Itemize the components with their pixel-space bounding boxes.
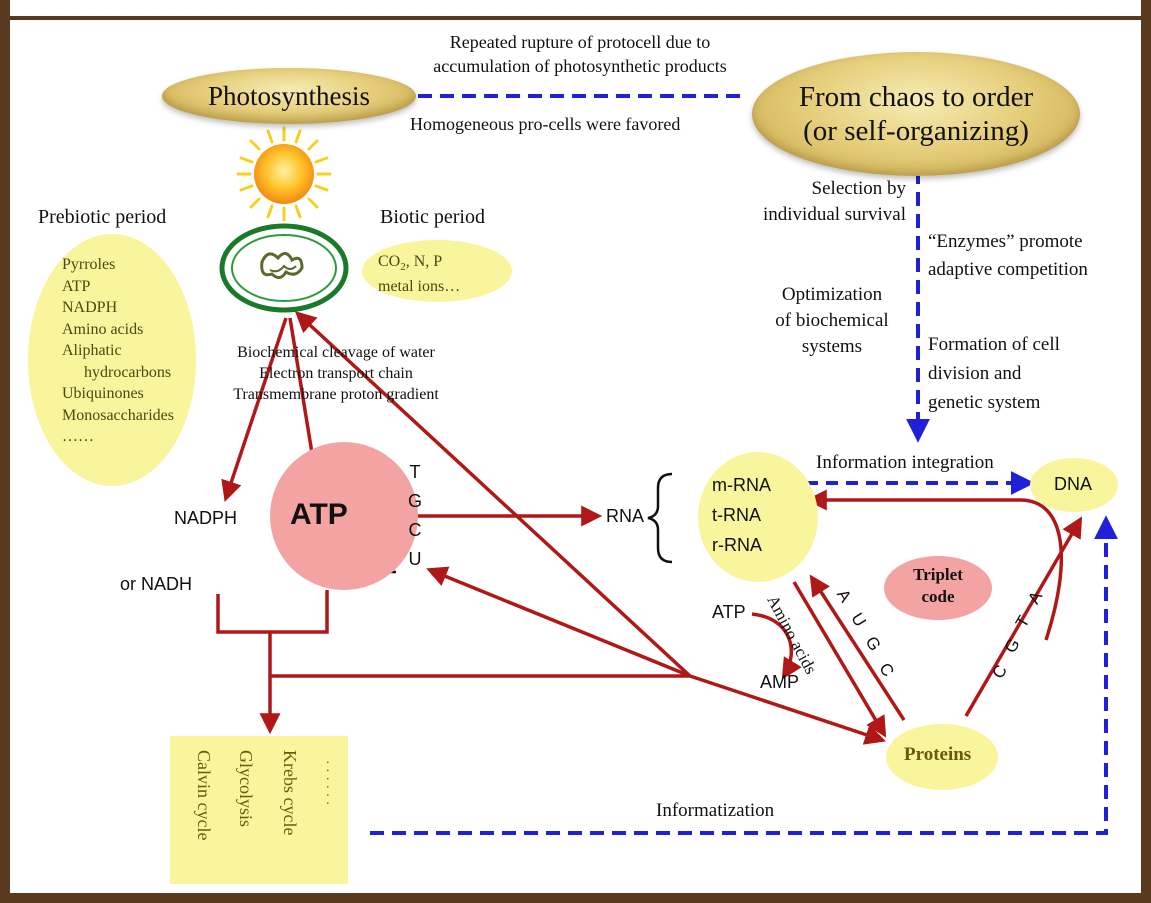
dash-informatization xyxy=(370,515,1118,835)
arrow-rna-proteins xyxy=(792,581,887,738)
caption-rupture-line1: Repeated rupture of protocell due to xyxy=(449,32,711,52)
arrow-dna-mrna xyxy=(805,489,1063,641)
triplet-line1: Triplet xyxy=(913,565,963,584)
prebiotic-item: NADPH xyxy=(62,299,118,316)
base-letter: T xyxy=(409,462,421,482)
prebiotic-title: Prebiotic period xyxy=(38,206,167,228)
photosynthesis-label: Photosynthesis xyxy=(207,80,371,111)
arrow-to-proteins xyxy=(689,674,886,745)
chloroplast-icon xyxy=(219,223,349,313)
nadph-label: NADPH xyxy=(174,508,238,528)
selection-text: Selection by individual survival xyxy=(742,176,906,228)
prebiotic-list: Pyrroles ATP NADPH Amino acids Aliphatic… xyxy=(62,254,174,448)
cycles-box xyxy=(170,736,348,884)
formation-line1: Formation of cell xyxy=(928,334,1060,355)
biotic-co2: CO xyxy=(378,253,401,270)
enzymes-line1: “Enzymes” promote xyxy=(928,231,1083,252)
triplet-ellipse xyxy=(884,556,992,620)
optimization-line3: systems xyxy=(801,336,863,357)
optimization-line1: Optimization xyxy=(781,284,883,305)
branch-nadph-atp xyxy=(216,590,329,634)
photosynthesis-ellipse: Photosynthesis xyxy=(162,68,416,124)
prebiotic-item: Amino acids xyxy=(62,320,144,338)
biotic-co2-sub: 2 xyxy=(400,261,406,274)
caption-rupture: Repeated rupture of protocell due to acc… xyxy=(410,30,750,78)
process-etc: Electron transport chain xyxy=(259,365,413,382)
biotic-contents: CO2, N, P metal ions… xyxy=(378,252,460,297)
formation-line2: division and xyxy=(928,363,1022,384)
prebiotic-ellipse xyxy=(28,234,196,486)
arrow-proteins-bases xyxy=(426,566,691,678)
arrow-to-nadph xyxy=(221,317,288,502)
biotic-np: , N, P xyxy=(405,253,443,270)
rna-types: m-RNA t-RNA r-RNA xyxy=(712,470,771,560)
enzymes-line2: adaptive competition xyxy=(928,259,1088,280)
chaos-order-line1: From chaos to order xyxy=(798,81,1034,113)
info-integration-label: Information integration xyxy=(816,452,994,473)
dna-ellipse xyxy=(1030,458,1118,512)
biotic-title: Biotic period xyxy=(380,206,485,228)
base-letter: C xyxy=(408,520,422,540)
informatization-label: Informatization xyxy=(656,800,775,821)
atp-circle xyxy=(270,442,418,590)
formation-text: Formation of cell division and genetic s… xyxy=(928,330,1060,417)
rna-type: t-RNA xyxy=(712,505,761,525)
cycle-label: Krebs cycle xyxy=(280,750,300,836)
prebiotic-item: Monosaccharides xyxy=(62,406,174,424)
proteins-ellipse xyxy=(886,724,998,790)
chaos-order-ellipse: From chaos to order (or self-organizing) xyxy=(752,52,1080,176)
caption-homogeneous: Homogeneous pro-cells were favored xyxy=(410,114,681,134)
prebiotic-item: Pyrroles xyxy=(62,256,116,273)
rna-label: RNA xyxy=(606,506,645,526)
rna-type: r-RNA xyxy=(712,535,762,555)
biotic-metal-ions: metal ions… xyxy=(378,278,461,296)
selection-line2: individual survival xyxy=(762,204,906,225)
prebiotic-item: Aliphatic xyxy=(62,342,122,359)
optimization-text: Optimization of biochemical systems xyxy=(752,282,912,360)
sun-icon xyxy=(236,126,332,222)
nadh-label: or NADH xyxy=(120,574,193,594)
biotic-ellipse xyxy=(362,240,512,302)
prebiotic-item: …… xyxy=(62,428,94,445)
atp-label: ATP xyxy=(290,498,348,531)
arrow-proteins-chloroplast xyxy=(294,311,692,678)
cycle-label: Calvin cycle xyxy=(194,750,214,841)
rna-brace xyxy=(647,472,673,564)
selection-line1: Selection by xyxy=(811,178,906,199)
base-list: T G C U xyxy=(400,458,430,574)
triplet-line2: code xyxy=(921,587,955,606)
process-proton-gradient: Transmembrane proton gradient xyxy=(233,386,439,403)
chaos-order-line2: (or self-organizing) xyxy=(803,115,1029,147)
enzymes-text: “Enzymes” promote adaptive competition xyxy=(928,228,1088,284)
triplet-label: Triplet code xyxy=(884,564,992,608)
process-list: Biochemical cleavage of water Electron t… xyxy=(196,342,476,405)
amp-label: AMP xyxy=(760,672,800,692)
dna-label: DNA xyxy=(1054,474,1093,494)
prebiotic-item: ATP xyxy=(62,277,91,295)
caption-rupture-line2: accumulation of photosynthetic products xyxy=(433,56,727,76)
rna-type: m-RNA xyxy=(712,475,771,495)
arrow-atp-amp xyxy=(751,612,802,680)
arrow-proteins-rna xyxy=(809,574,906,721)
atp-small-label: ATP xyxy=(712,602,746,622)
optimization-line2: of biochemical xyxy=(775,310,889,331)
prebiotic-item: Ubiquinones xyxy=(62,385,144,402)
base-letter: U xyxy=(408,549,422,569)
process-water-cleavage: Biochemical cleavage of water xyxy=(237,344,435,361)
proteins-label: Proteins xyxy=(904,744,972,765)
rna-ellipse xyxy=(698,452,818,582)
cycle-label: Glycolysis xyxy=(236,750,256,828)
cycle-dots: · · · · · · xyxy=(319,760,334,806)
base-letter: G xyxy=(407,491,422,511)
prebiotic-item: hydrocarbons xyxy=(84,363,172,381)
formation-line3: genetic system xyxy=(928,392,1041,413)
top-border xyxy=(0,16,1151,20)
